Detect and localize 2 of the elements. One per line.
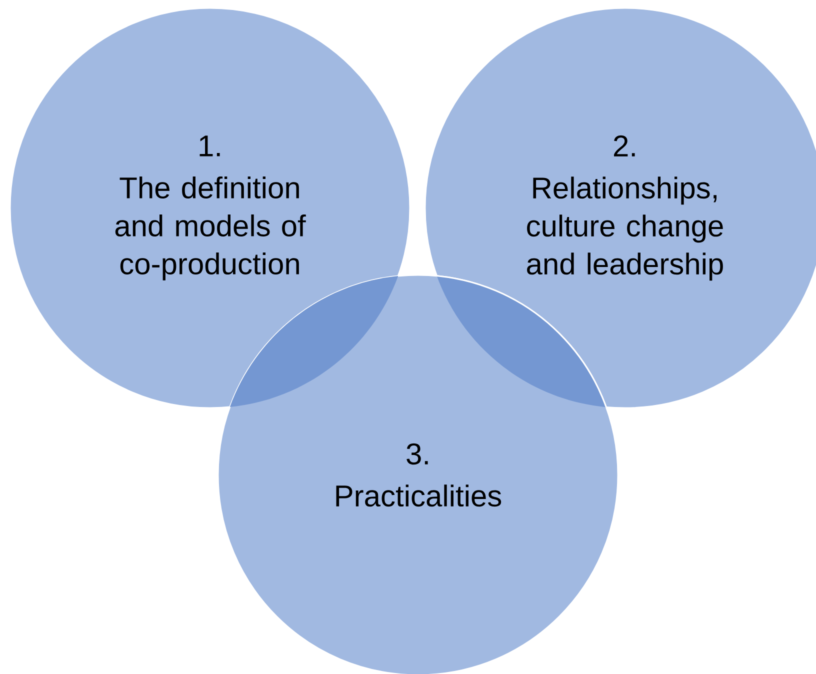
node-label: 3.: [406, 443, 428, 465]
node-label: Practicalities: [336, 484, 502, 507]
